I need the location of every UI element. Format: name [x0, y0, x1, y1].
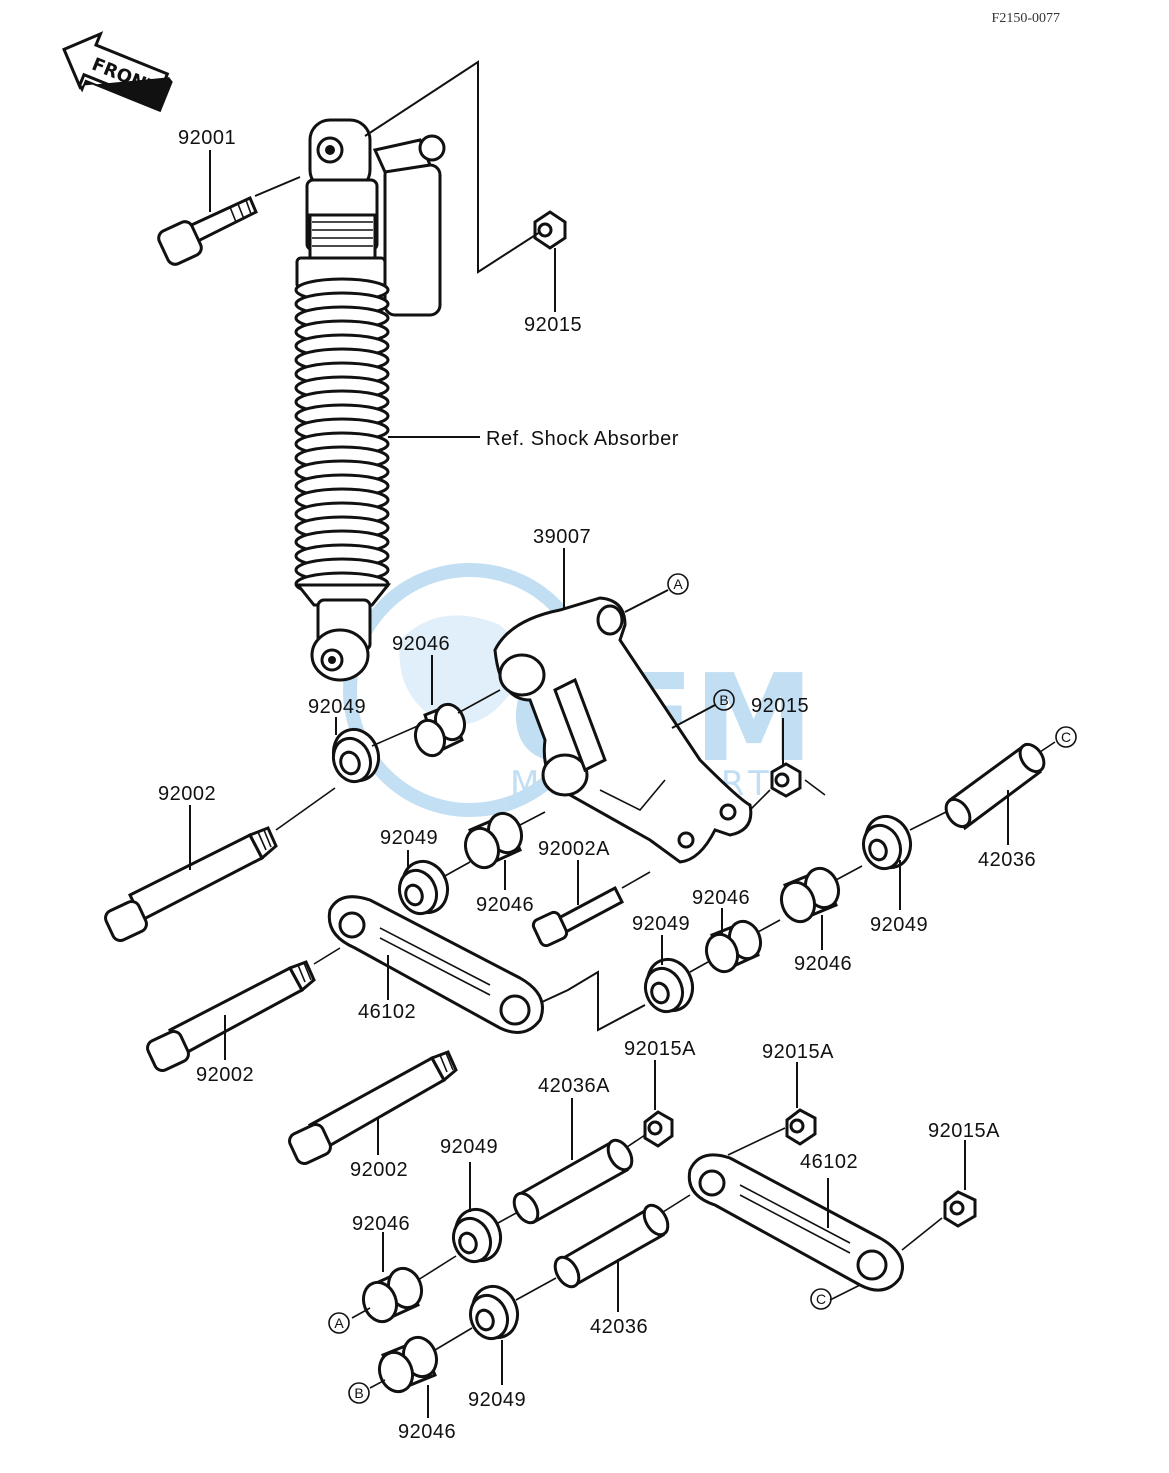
label-seal-92049-lower: 92049 [440, 1136, 498, 1158]
label-bolt-92001: 92001 [178, 127, 236, 149]
label-nut-92015a-center: 92015A [624, 1038, 696, 1060]
collar-92046-mid-left [463, 811, 524, 870]
seal-92049-bottom [468, 1284, 520, 1341]
shock-spring [294, 277, 392, 607]
label-pivot-shaft-92002-mid: 92002 [196, 1064, 254, 1086]
label-seal-92049-center: 92049 [632, 913, 690, 935]
seal-92049-right [861, 814, 913, 871]
link-rod-46102-upper [327, 895, 544, 1034]
seal-92049-mid [397, 859, 450, 916]
label-nut-92015-right: 92015 [751, 695, 809, 717]
collar-92046-bottom [377, 1335, 439, 1394]
label-nut-92015a-right: 92015A [762, 1041, 834, 1063]
label-pivot-shaft-92002-lower: 92002 [350, 1159, 408, 1181]
svg-text:B: B [719, 692, 728, 708]
sleeve-42036a [512, 1138, 634, 1225]
label-nut-92015-top: 92015 [524, 314, 582, 336]
label-seal-92049-right: 92049 [870, 914, 928, 936]
label-collar-92046-mid-right-b: 92046 [794, 953, 852, 975]
callout-b-top: B [713, 689, 735, 711]
label-collar-92046-lower: 92046 [352, 1213, 410, 1235]
callout-b-bottom: B [348, 1382, 370, 1404]
diagram-code: F2150-0077 [992, 11, 1060, 26]
callout-a-bottom: A [328, 1312, 350, 1334]
label-link-rod-46102-lower: 46102 [800, 1151, 858, 1173]
svg-text:C: C [816, 1291, 826, 1307]
callout-c-bottom: C [810, 1288, 832, 1310]
shock-absorber [294, 118, 446, 682]
svg-text:A: A [334, 1315, 344, 1331]
label-collar-92046-mid-left: 92046 [476, 894, 534, 916]
callout-c-top: C [1055, 726, 1077, 748]
collar-92046-lower [361, 1266, 424, 1324]
nut-92015a-right [785, 1108, 817, 1146]
pivot-shaft-92002-lower [288, 1050, 458, 1165]
label-ref-shock-absorber: Ref. Shock Absorber [486, 428, 679, 450]
rocker-arm-39007 [493, 596, 753, 864]
front-arrow-icon: FRONT [62, 31, 173, 113]
label-sleeve-42036-right: 42036 [978, 849, 1036, 871]
label-rocker-arm-39007: 39007 [533, 526, 591, 548]
collar-92046-mid-right-b [779, 866, 841, 924]
nut-92015a-center [643, 1110, 674, 1148]
callout-a-top: A [667, 573, 689, 595]
bolt-92001 [157, 195, 258, 266]
seal-92049-center [643, 957, 695, 1014]
link-rod-46102-lower [687, 1153, 904, 1292]
bolt-92002a [531, 885, 624, 948]
seal-92049-lower [451, 1207, 503, 1264]
sleeve-42036-lower [553, 1203, 670, 1289]
svg-text:A: A [673, 576, 683, 592]
seal-92049-upper [331, 727, 381, 784]
nut-92015a-far-right [943, 1190, 977, 1228]
label-seal-92049-upper: 92049 [308, 696, 366, 718]
label-nut-92015a-far-right: 92015A [928, 1120, 1000, 1142]
label-seal-92049-mid: 92049 [380, 827, 438, 849]
pivot-shaft-92002-mid [146, 960, 316, 1072]
label-sleeve-42036a: 42036A [538, 1075, 610, 1097]
collar-92046-upper [413, 702, 467, 758]
label-link-rod-46102-upper: 46102 [358, 1001, 416, 1023]
label-sleeve-42036-lower: 42036 [590, 1316, 648, 1338]
label-bolt-92002a: 92002A [538, 838, 610, 860]
sleeve-42036-right [944, 742, 1046, 831]
collar-92046-mid-right-a [704, 919, 763, 974]
label-seal-92049-bottom: 92049 [468, 1389, 526, 1411]
label-collar-92046-mid-right-a: 92046 [692, 887, 750, 909]
label-collar-92046-bottom: 92046 [398, 1421, 456, 1443]
nut-92015-right [770, 762, 802, 798]
label-collar-92046-upper: 92046 [392, 633, 450, 655]
pivot-shaft-92002-left [104, 826, 278, 942]
svg-text:C: C [1061, 729, 1071, 745]
svg-text:B: B [354, 1385, 363, 1401]
nut-92015-top [533, 210, 567, 250]
label-pivot-shaft-92002-left: 92002 [158, 783, 216, 805]
